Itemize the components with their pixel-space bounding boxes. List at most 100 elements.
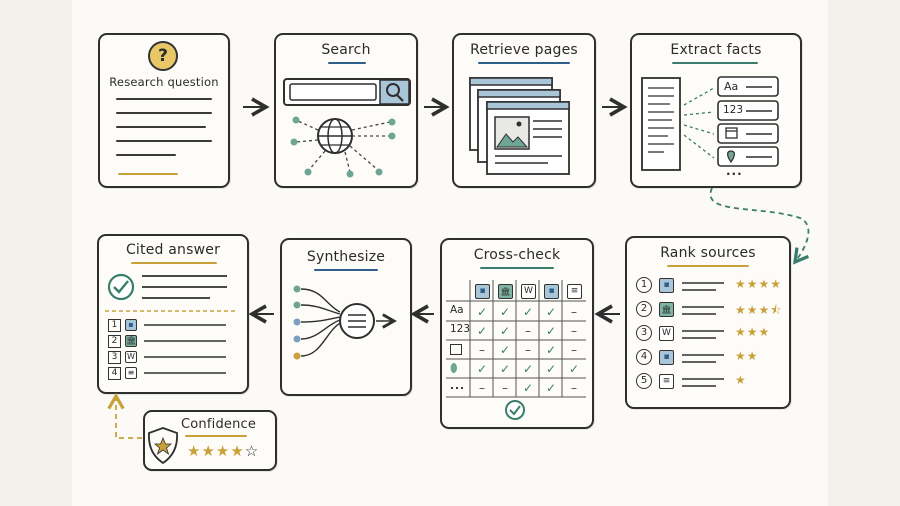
rank-title: Rank sources [660, 245, 756, 261]
location-pin-icon: ⬮ [450, 361, 458, 375]
arrow-confidence-to-answer [107, 392, 142, 439]
calendar-icon [450, 344, 462, 355]
calendar-icon [725, 127, 738, 139]
field-row-lines [746, 86, 772, 158]
crosscheck-cell: – [479, 343, 485, 357]
extract-dashed-links [683, 87, 715, 159]
card-cited-answer: Cited answer [97, 234, 249, 394]
crosscheck-cell: ✓ [476, 362, 488, 376]
crosscheck-cell: ✓ [545, 305, 557, 319]
answer-title: Cited answer [125, 242, 221, 258]
search-title: Search [321, 42, 371, 58]
citation-number: 3 [108, 351, 121, 364]
crosscheck-title: Cross-check [473, 247, 561, 263]
wikipedia-icon: W [125, 351, 137, 363]
field-label-text: Aa [724, 80, 739, 93]
institution-icon: 🏛 [498, 284, 513, 299]
crosscheck-cell: ✓ [545, 381, 557, 395]
person-page-icon: ▪ [475, 284, 490, 299]
person-page-icon: ▪ [125, 319, 137, 331]
person-page-icon: ▪ [544, 284, 559, 299]
synthesis-input-dots [293, 285, 301, 360]
crosscheck-cell: – [479, 381, 485, 395]
crosscheck-cell: – [571, 324, 577, 338]
person-page-icon: ▪ [659, 278, 674, 293]
rank-stars: ★ [735, 373, 747, 387]
crosscheck-cell: – [571, 381, 577, 395]
confidence-stars: ★★★★☆ [187, 442, 260, 460]
crosscheck-cell: ✓ [568, 362, 580, 376]
shield-star-icon [148, 427, 178, 465]
wikipedia-icon: W [659, 326, 674, 341]
crosscheck-cell: ✓ [545, 324, 557, 338]
crosscheck-cell: – [502, 381, 508, 395]
arrow-extract-to-rank [709, 187, 810, 265]
rank-number: 4 [636, 349, 652, 365]
location-pin-icon [727, 150, 735, 164]
citation-number: 1 [108, 319, 121, 332]
field-label-number: 123 [723, 104, 744, 116]
crosscheck-cell: ✓ [522, 381, 534, 395]
citation-number: 4 [108, 367, 121, 380]
citation-number: 2 [108, 335, 121, 348]
network-node-dots [290, 116, 396, 178]
crosscheck-cell: ✓ [545, 343, 557, 357]
crosscheck-cell: ✓ [499, 305, 511, 319]
field-more: ... [726, 164, 743, 178]
card-rank-sources: Rank sources [625, 236, 791, 409]
extract-title: Extract facts [670, 42, 762, 58]
person-page-icon: ▪ [659, 350, 674, 365]
network-nodes [295, 120, 391, 173]
document-icon: ≡ [567, 284, 582, 299]
crosscheck-cell: – [571, 343, 577, 357]
synthesis-lines [300, 288, 343, 357]
crosscheck-cell: ✓ [499, 324, 511, 338]
rank-stars: ★★ [735, 349, 759, 363]
citation-lines [144, 324, 226, 374]
globe-icon [317, 118, 353, 154]
row-label: Aa [450, 304, 464, 316]
row-label: 123 [450, 323, 471, 335]
document-icon: ≡ [659, 374, 674, 389]
synthesize-title: Synthesize [306, 249, 386, 265]
institution-icon: 🏛 [125, 335, 137, 347]
wikipedia-icon: W [521, 284, 536, 299]
crosscheck-cell: – [571, 305, 577, 319]
stacked-pages-icon [469, 77, 570, 175]
row-label: ... [450, 380, 465, 392]
crosscheck-grid [446, 280, 586, 398]
question-mark-icon: ? [148, 41, 178, 71]
confidence-title: Confidence [181, 417, 257, 432]
crosscheck-cell: ✓ [499, 343, 511, 357]
crosscheck-cell: ✓ [476, 324, 488, 338]
rank-number: 5 [636, 373, 652, 389]
rank-stars: ★★★ [735, 325, 771, 339]
card-search: Search [274, 33, 418, 188]
institution-icon: 🏛 [659, 302, 674, 317]
crosscheck-cell: ✓ [545, 362, 557, 376]
answer-text-lines [142, 275, 227, 299]
crosscheck-cell: – [525, 343, 531, 357]
crosscheck-cell: ✓ [499, 362, 511, 376]
magnifier-icon [386, 83, 404, 102]
crosscheck-complete-icon [505, 400, 525, 420]
rank-number: 1 [636, 277, 652, 293]
research-title: Research question [109, 75, 219, 89]
source-document-icon [641, 77, 681, 171]
card-research-question: ? Research question [98, 33, 230, 188]
search-bar [283, 78, 411, 106]
crosscheck-cell: ✓ [522, 305, 534, 319]
synthesis-core-icon [339, 303, 397, 339]
crosscheck-cell: ✓ [522, 362, 534, 376]
rank-number: 3 [636, 325, 652, 341]
check-circle-icon [107, 273, 135, 301]
rank-row-lines [682, 282, 724, 387]
retrieve-title: Retrieve pages [470, 42, 578, 58]
crosscheck-cell: ✓ [476, 305, 488, 319]
rank-number: 2 [636, 301, 652, 317]
rank-stars: ★★★⯪ [735, 303, 783, 317]
document-icon: ≡ [125, 367, 137, 379]
rank-stars: ★★★★ [735, 277, 783, 291]
